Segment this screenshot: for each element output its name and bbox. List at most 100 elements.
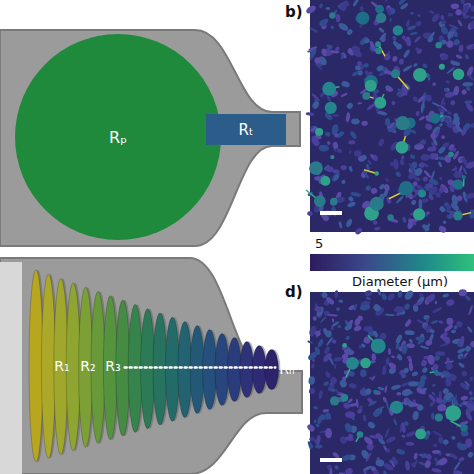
fiber <box>325 428 332 439</box>
fiber <box>458 44 464 53</box>
fiber <box>384 84 393 92</box>
fiber <box>423 169 432 178</box>
fiber <box>396 392 401 396</box>
fiber <box>414 35 422 43</box>
fiber <box>364 387 372 395</box>
fiber <box>408 362 413 371</box>
soma <box>375 5 384 14</box>
fiber <box>322 409 329 413</box>
fiber <box>417 340 422 345</box>
fiber <box>316 435 322 445</box>
soma <box>371 338 386 353</box>
soma <box>396 141 409 154</box>
fiber <box>345 436 354 442</box>
fiber <box>347 195 354 202</box>
fiber <box>431 467 442 473</box>
colorbar <box>310 254 474 271</box>
fiber <box>395 43 403 51</box>
fiber <box>318 390 324 400</box>
fiber <box>364 289 373 297</box>
fiber <box>399 59 404 65</box>
soma <box>376 13 386 23</box>
fiber <box>332 141 338 149</box>
fiber <box>368 400 378 407</box>
fiber <box>448 13 454 16</box>
fiber <box>433 364 439 370</box>
fiber <box>446 214 453 221</box>
fiber <box>401 388 412 398</box>
fiber <box>417 14 421 18</box>
fiber <box>438 107 446 113</box>
fiber <box>439 343 448 347</box>
fiber <box>347 201 357 209</box>
soma <box>356 12 369 25</box>
fiber <box>466 326 473 334</box>
fiber <box>443 221 446 224</box>
fiber <box>385 435 396 444</box>
fiber <box>393 418 398 426</box>
fiber <box>309 46 318 58</box>
fiber <box>392 40 402 50</box>
fiber <box>415 386 426 395</box>
fiber <box>432 430 443 437</box>
fiber <box>348 165 353 172</box>
fiber <box>439 185 447 193</box>
fiber <box>447 31 451 40</box>
fiber <box>323 381 330 387</box>
fiber <box>331 339 337 344</box>
dotted-connector <box>125 367 276 368</box>
fiber <box>452 115 461 125</box>
fiber <box>395 343 400 350</box>
fiber <box>372 330 379 338</box>
fiber <box>357 102 362 105</box>
fiber <box>412 221 416 225</box>
fiber <box>311 100 320 110</box>
fiber <box>438 161 443 168</box>
fiber <box>389 18 392 23</box>
fiber <box>422 63 429 69</box>
soma <box>342 343 347 348</box>
fiber <box>360 369 367 377</box>
fiber <box>382 462 394 472</box>
soma <box>453 211 463 221</box>
fiber <box>325 296 335 306</box>
fiber <box>317 338 324 348</box>
fiber <box>354 317 362 327</box>
fiber <box>358 154 368 163</box>
fiber <box>385 314 396 317</box>
fiber <box>432 450 440 454</box>
fiber <box>425 183 433 189</box>
fiber <box>363 63 369 68</box>
fiber <box>458 402 464 408</box>
soma <box>413 208 425 220</box>
fiber <box>420 154 430 161</box>
fiber <box>311 93 321 102</box>
fiber <box>418 162 425 168</box>
fiber <box>432 306 443 314</box>
fiber <box>410 12 414 15</box>
fiber <box>438 320 443 324</box>
fiber <box>460 157 467 164</box>
disc <box>190 326 204 414</box>
fiber <box>318 144 329 152</box>
soma <box>430 113 441 124</box>
fiber <box>391 384 402 391</box>
fiber <box>344 422 353 433</box>
fiber <box>397 290 403 298</box>
fiber <box>363 38 370 44</box>
fiber <box>363 435 375 446</box>
fiber <box>466 385 469 391</box>
fiber <box>312 359 315 362</box>
disc <box>227 338 241 402</box>
fiber <box>344 467 354 474</box>
fiber <box>325 50 332 57</box>
fiber <box>401 155 405 160</box>
fiber <box>378 183 385 190</box>
soma <box>462 175 466 179</box>
fiber <box>328 384 335 391</box>
fiber <box>338 299 343 303</box>
scale-bar <box>320 211 342 215</box>
fiber <box>327 141 331 146</box>
fiber <box>349 150 352 154</box>
soma <box>320 176 330 186</box>
